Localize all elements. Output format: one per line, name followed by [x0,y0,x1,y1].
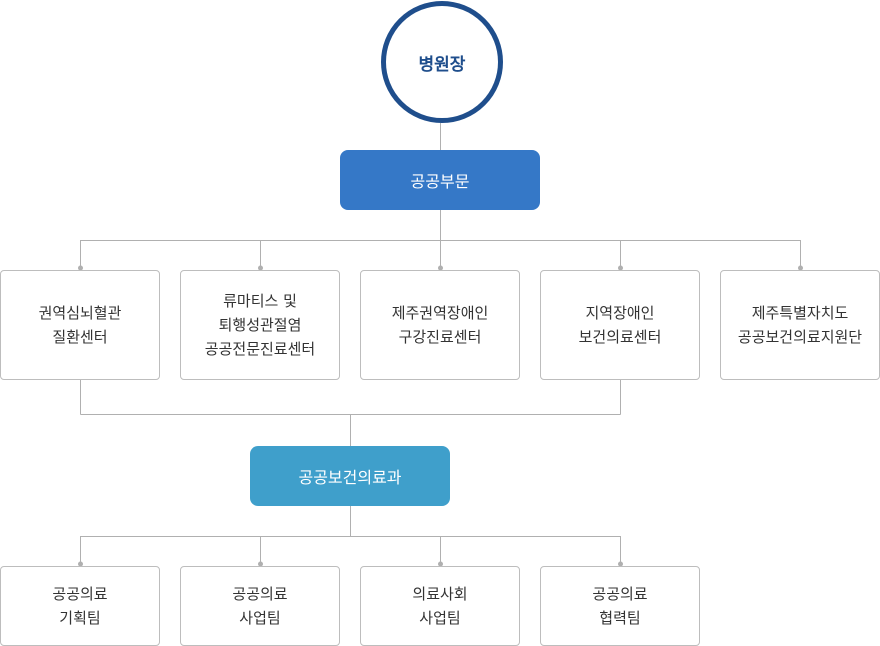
division-label: 공공부문 [410,172,470,191]
team-box-business: 공공의료 사업팀 [180,566,340,646]
center-box-cardio: 권역심뇌혈관 질환센터 [0,270,160,380]
team-box-planning: 공공의료 기획팀 [0,566,160,646]
center-box-disability-health: 지역장애인 보건의료센터 [540,270,700,380]
center-box-dental: 제주권역장애인 구강진료센터 [360,270,520,380]
center-box-rheumatism: 류마티스 및 퇴행성관절염 공공전문진료센터 [180,270,340,380]
center-box-support-group: 제주특별자치도 공공보건의료지원단 [720,270,880,380]
division-node-public: 공공부문 [340,150,540,210]
department-label: 공공보건의료과 [298,468,402,487]
root-label: 병원장 [418,54,466,75]
root-node-director: 병원장 [381,1,503,123]
team-box-social-work: 의료사회 사업팀 [360,566,520,646]
team-box-cooperation: 공공의료 협력팀 [540,566,700,646]
department-node-public-health: 공공보건의료과 [250,446,450,506]
